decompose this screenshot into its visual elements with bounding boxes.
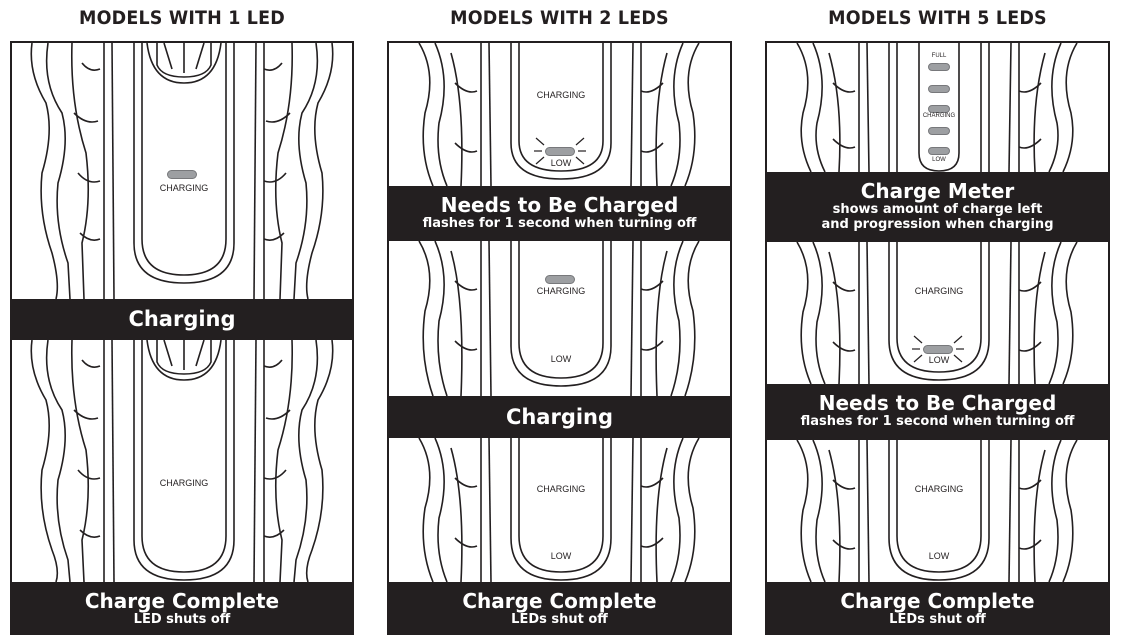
charging-label: CHARGING bbox=[922, 113, 956, 119]
low-label: LOW bbox=[550, 158, 572, 168]
state-subtitle-line2: and progression when charging bbox=[821, 217, 1054, 232]
low-label: LOW bbox=[928, 551, 950, 561]
charging-label: CHARGING bbox=[536, 484, 586, 494]
charging-label: CHARGING bbox=[536, 286, 586, 296]
device-illustration: CHARGING LOW bbox=[767, 440, 1108, 582]
state-subtitle: flashes for 1 second when turning off bbox=[422, 216, 697, 231]
state-title: Charging bbox=[128, 307, 236, 331]
device-illustration: CHARGING LOW bbox=[389, 241, 730, 396]
charger-outline bbox=[796, 43, 1078, 172]
state-subtitle: LEDs shut off bbox=[511, 612, 608, 627]
state-bar-charge-meter: Charge Meter shows amount of charge left… bbox=[767, 172, 1108, 242]
full-label: FULL bbox=[931, 53, 947, 59]
meter-led-1 bbox=[928, 147, 950, 155]
device-illustration: FULL CHARGING LOW bbox=[767, 43, 1108, 172]
meter-led-5 bbox=[928, 63, 950, 71]
state-title: Charge Complete bbox=[462, 589, 657, 613]
low-label: LOW bbox=[550, 354, 572, 364]
low-led-lit bbox=[545, 147, 575, 156]
charging-label: CHARGING bbox=[159, 478, 209, 488]
device-illustration: CHARGING bbox=[12, 43, 352, 299]
meter-led-4 bbox=[928, 85, 950, 93]
state-title: Charge Complete bbox=[840, 589, 1035, 613]
panel-1-led: CHARGING Charging bbox=[10, 41, 354, 635]
state-title: Needs to Be Charged bbox=[818, 391, 1057, 415]
charger-outline bbox=[796, 242, 1078, 384]
low-led-lit bbox=[923, 345, 953, 354]
state-bar-charging: Charging bbox=[12, 299, 352, 340]
charging-label: CHARGING bbox=[536, 90, 586, 100]
low-label: LOW bbox=[550, 551, 572, 561]
charger-outline bbox=[30, 43, 334, 299]
panel-2-leds: CHARGING LOW Needs to Be Charged flashes… bbox=[387, 41, 732, 635]
state-title: Needs to Be Charged bbox=[440, 193, 679, 217]
state-title: Charging bbox=[505, 405, 614, 429]
panel-5-leds: FULL CHARGING LOW Charge Meter shows amo… bbox=[765, 41, 1110, 635]
charging-label: CHARGING bbox=[914, 286, 964, 296]
flash-rays-icon bbox=[534, 137, 586, 165]
column-title-5-leds: MODELS WITH 5 LEDS bbox=[828, 7, 1047, 29]
column-title-1-led: MODELS WITH 1 LED bbox=[79, 7, 285, 29]
state-title: Charge Complete bbox=[84, 589, 280, 613]
charger-outline bbox=[796, 440, 1078, 582]
state-title: Charge Meter bbox=[860, 179, 1015, 203]
low-label: LOW bbox=[932, 157, 946, 163]
charging-led-lit bbox=[167, 170, 197, 179]
state-bar-needs-charge: Needs to Be Charged flashes for 1 second… bbox=[767, 384, 1108, 440]
charging-led-lit bbox=[545, 275, 575, 284]
state-bar-needs-charge: Needs to Be Charged flashes for 1 second… bbox=[389, 186, 730, 241]
state-bar-charge-complete: Charge Complete LEDs shut off bbox=[389, 582, 730, 633]
column-title-2-leds: MODELS WITH 2 LEDS bbox=[450, 7, 669, 29]
device-illustration: CHARGING LOW bbox=[767, 242, 1108, 384]
state-subtitle: LEDs shut off bbox=[889, 612, 986, 627]
charging-label: CHARGING bbox=[159, 183, 209, 193]
state-bar-charging: Charging bbox=[389, 396, 730, 438]
charger-outline bbox=[418, 43, 700, 186]
state-subtitle: LED shuts off bbox=[133, 612, 231, 627]
charger-outline bbox=[418, 438, 700, 582]
charger-outline bbox=[418, 241, 700, 396]
state-bar-charge-complete: Charge Complete LED shuts off bbox=[12, 582, 352, 633]
charging-label: CHARGING bbox=[914, 484, 964, 494]
device-illustration: CHARGING LOW bbox=[389, 43, 730, 186]
meter-led-2 bbox=[928, 127, 950, 135]
state-subtitle-line1: shows amount of charge left bbox=[832, 202, 1043, 217]
state-bar-charge-complete: Charge Complete LEDs shut off bbox=[767, 582, 1108, 633]
state-subtitle: flashes for 1 second when turning off bbox=[800, 414, 1075, 429]
low-label: LOW bbox=[928, 355, 950, 365]
device-illustration: CHARGING LOW bbox=[389, 438, 730, 582]
meter-led-3 bbox=[928, 105, 950, 113]
charger-outline bbox=[30, 340, 334, 582]
device-illustration: CHARGING bbox=[12, 340, 352, 582]
flash-rays-icon bbox=[912, 335, 964, 363]
